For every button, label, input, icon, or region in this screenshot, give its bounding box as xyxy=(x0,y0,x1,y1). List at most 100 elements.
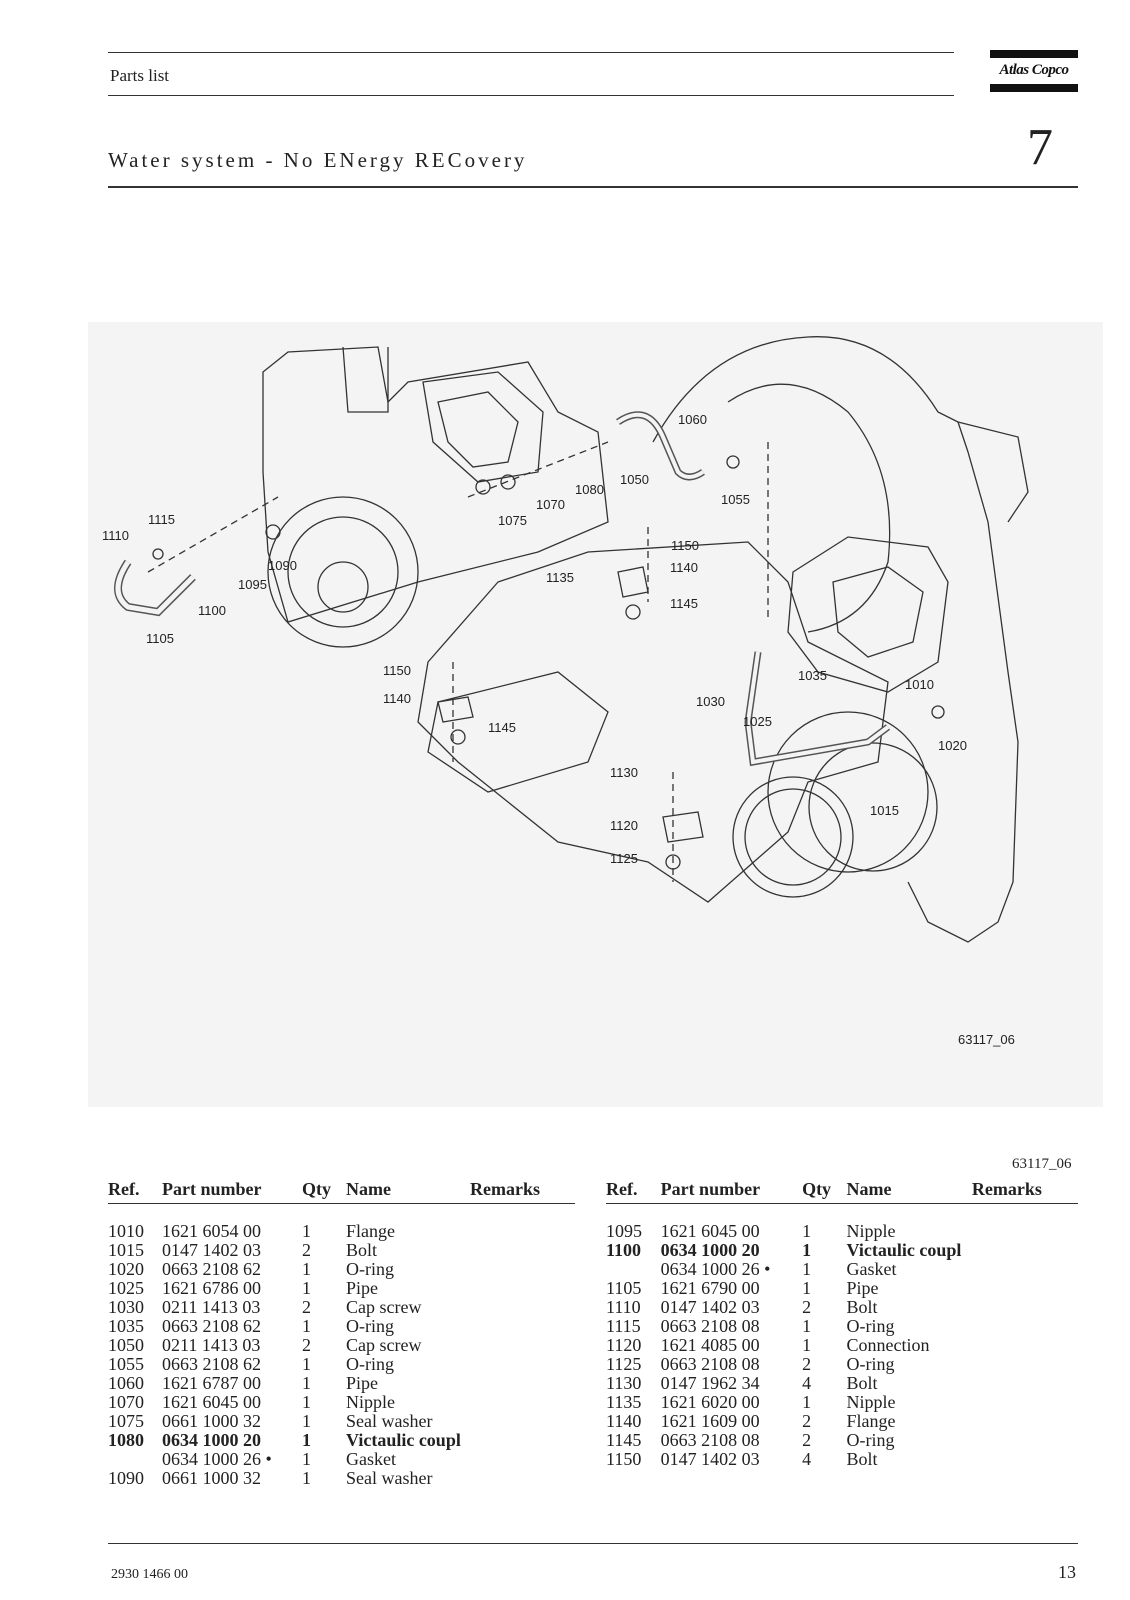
row-qty: 1 xyxy=(302,1354,311,1374)
row-qty: 2 xyxy=(802,1354,812,1374)
callout-1075: 1075 xyxy=(498,513,527,528)
row-ref: 1060 xyxy=(108,1373,144,1393)
row-remarks xyxy=(470,1317,575,1336)
col-qty: Qty xyxy=(302,1180,346,1204)
row-ref: 1150 xyxy=(606,1449,642,1469)
callout-1140-lower: 1140 xyxy=(383,691,411,706)
row-part-number: 1621 6020 00 xyxy=(660,1392,760,1412)
row-ref: 1120 xyxy=(606,1335,642,1355)
row-remarks xyxy=(972,1222,1078,1241)
row-ref: 1110 xyxy=(606,1297,641,1317)
callout-1100: 1100 xyxy=(198,603,226,618)
callout-1095: 1095 xyxy=(238,577,267,592)
row-part-number: 0147 1402 03 xyxy=(660,1449,760,1469)
row-remarks xyxy=(470,1298,575,1317)
row-part-number: 0147 1962 34 xyxy=(660,1373,760,1393)
row-remarks xyxy=(972,1279,1078,1298)
row-part-number: 0634 1000 20 xyxy=(162,1430,261,1450)
row-remarks xyxy=(470,1374,575,1393)
row-qty: 1 xyxy=(302,1392,311,1412)
row-name: Bolt xyxy=(346,1240,378,1260)
row-name: O-ring xyxy=(346,1259,394,1279)
callout-1070: 1070 xyxy=(536,497,565,512)
row-name: Bolt xyxy=(846,1297,878,1317)
row-remarks xyxy=(972,1260,1078,1279)
row-ref: 1010 xyxy=(108,1221,144,1241)
row-qty: 1 xyxy=(802,1335,812,1355)
row-name: Bolt xyxy=(846,1373,878,1393)
exploded-view-diagram: 1060 1050 1055 1080 1070 1075 1115 1110 … xyxy=(88,322,1103,1107)
row-ref: 1140 xyxy=(606,1411,642,1431)
row-ref: 1105 xyxy=(606,1278,642,1298)
row-qty: 1 xyxy=(802,1221,812,1241)
row-part-number: 1621 6045 00 xyxy=(660,1221,760,1241)
section-title: Water system - No ENergy RECovery xyxy=(108,148,528,172)
row-qty: 1 xyxy=(302,1411,311,1431)
row-part-number: 0634 1000 26 • xyxy=(660,1259,771,1279)
row-name: O-ring xyxy=(346,1316,394,1336)
row-ref: 1050 xyxy=(108,1335,144,1355)
callout-1115: 1115 xyxy=(148,512,175,527)
row-part-number: 1621 6045 00 xyxy=(162,1392,261,1412)
row-ref: 1030 xyxy=(108,1297,144,1317)
row-remarks xyxy=(470,1260,575,1279)
row-remarks xyxy=(972,1374,1078,1393)
row-name: Nipple xyxy=(846,1392,896,1412)
row-remarks xyxy=(972,1355,1078,1374)
row-name: Seal washer xyxy=(346,1468,433,1488)
row-part-number: 0211 1413 03 xyxy=(162,1297,261,1317)
row-qty: 1 xyxy=(302,1278,311,1298)
row-name: Connection xyxy=(846,1335,930,1355)
section-number: 7 xyxy=(1027,119,1053,176)
row-remarks xyxy=(972,1317,1078,1336)
row-ref xyxy=(606,1260,661,1279)
row-ref: 1035 xyxy=(108,1316,144,1336)
row-ref: 1115 xyxy=(606,1316,641,1336)
row-remarks xyxy=(470,1355,575,1374)
callout-1125: 1125 xyxy=(610,851,638,866)
row-name: Seal washer xyxy=(346,1411,433,1431)
row-remarks xyxy=(470,1279,575,1298)
col-qty: Qty xyxy=(802,1180,847,1204)
row-ref: 1135 xyxy=(606,1392,642,1412)
row-part-number: 0634 1000 26 • xyxy=(162,1449,272,1469)
row-ref: 1125 xyxy=(606,1354,642,1374)
footer-rule xyxy=(108,1543,1078,1544)
row-name: Nipple xyxy=(846,1221,896,1241)
callout-1050: 1050 xyxy=(620,472,649,487)
row-part-number: 0211 1413 03 xyxy=(162,1335,261,1355)
row-part-number: 0663 2108 08 xyxy=(660,1316,760,1336)
row-part-number: 0661 1000 32 xyxy=(162,1411,261,1431)
col-part-number: Part number xyxy=(162,1180,302,1204)
row-qty: 1 xyxy=(302,1221,311,1241)
row-ref: 1070 xyxy=(108,1392,144,1412)
callout-1055: 1055 xyxy=(721,492,750,507)
row-qty: 1 xyxy=(802,1259,812,1279)
row-remarks xyxy=(470,1222,575,1241)
row-qty: 2 xyxy=(802,1411,812,1431)
row-part-number: 0663 2108 62 xyxy=(162,1316,261,1336)
atlas-copco-logo: Atlas Copco xyxy=(990,50,1078,94)
row-qty: 1 xyxy=(802,1392,812,1412)
row-part-number: 1621 6786 00 xyxy=(162,1278,261,1298)
header-top-rule xyxy=(108,52,954,53)
callout-1010: 1010 xyxy=(905,677,934,692)
row-part-number: 0663 2108 08 xyxy=(660,1354,760,1374)
row-ref: 1080 xyxy=(108,1430,144,1450)
